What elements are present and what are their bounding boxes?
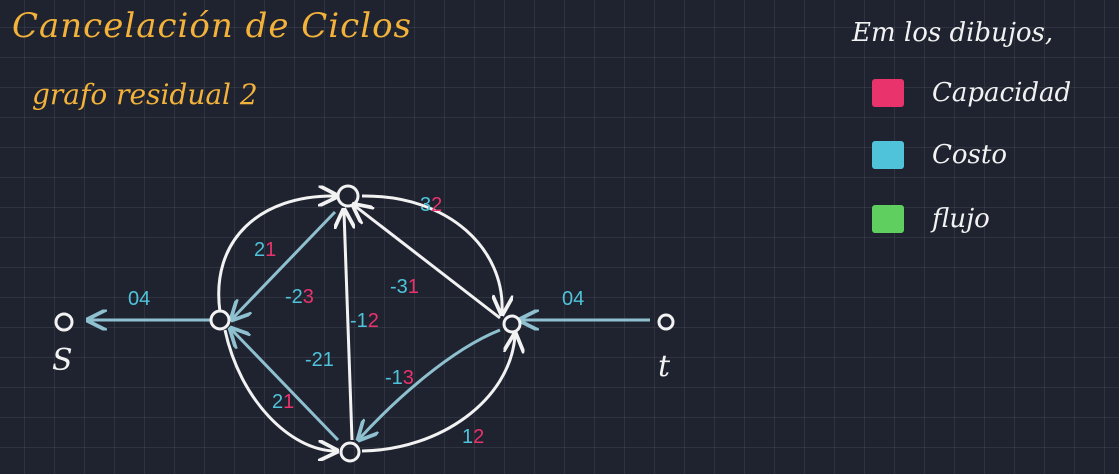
node-t	[657, 313, 675, 331]
edge-bottom-top	[344, 212, 352, 441]
edge-right-top	[355, 206, 501, 320]
cost-top-a: -2	[285, 286, 303, 308]
legend-item-capacidad: Capacidad	[872, 78, 1071, 108]
legend-item-costo: Costo	[872, 140, 1007, 170]
node-t-label: t	[658, 349, 671, 384]
page-subtitle: grafo residual 2	[32, 78, 258, 111]
edge-label-right-bottom: -13	[385, 367, 414, 389]
edge-label-top-a: -23	[285, 286, 314, 308]
node-top	[336, 184, 360, 208]
edge-label-bottom-right: 12	[462, 426, 484, 448]
capacity-top-right: 2	[431, 194, 442, 216]
capacity-right-bottom: 3	[403, 367, 414, 389]
capacity-a-s: 4	[139, 288, 150, 310]
capacity-t-right: 4	[573, 288, 584, 310]
edge-bottom-a	[232, 330, 340, 442]
capacity-a-bottom: 1	[283, 391, 294, 413]
cost-right-bottom: -1	[385, 367, 403, 389]
edge-bottom-right	[361, 336, 515, 453]
cost-swatch	[872, 141, 904, 169]
cost-top-right: 3	[420, 194, 431, 216]
capacity-bottom-a: 1	[323, 349, 334, 371]
cost-a-bottom: 2	[272, 391, 283, 413]
cost-bottom-a: -2	[305, 349, 323, 371]
edge-top-a	[233, 210, 337, 318]
edge-top-right	[361, 194, 502, 312]
capacity-swatch	[872, 79, 904, 107]
edge-a-bottom	[223, 329, 335, 451]
capacity-bottom-right: 2	[473, 426, 484, 448]
legend-label-costo: Costo	[932, 140, 1007, 170]
edge-label-right-top: -31	[390, 276, 419, 298]
cost-bottom-top: -1	[350, 310, 368, 332]
node-s-label: S	[52, 343, 73, 378]
node-s	[54, 312, 74, 332]
page-title: Cancelación de Ciclos	[12, 6, 412, 46]
edge-label-a-s: 04	[128, 288, 150, 310]
edge-label-t-right: 04	[562, 288, 584, 310]
edge-label-bottom-top: -12	[350, 310, 379, 332]
cost-a-s: 0	[128, 288, 139, 310]
cost-t-right: 0	[562, 288, 573, 310]
legend-label-capacidad: Capacidad	[932, 78, 1072, 108]
edge-label-a-top: 21	[254, 239, 276, 261]
node-bottom	[339, 441, 361, 463]
cost-bottom-right: 1	[462, 426, 473, 448]
cost-right-top: -3	[390, 276, 408, 298]
legend-label-flujo: flujo	[932, 204, 990, 234]
cost-a-top: 2	[254, 239, 265, 261]
legend-item-flujo: flujo	[872, 204, 990, 234]
edge-label-top-right: 32	[420, 194, 442, 216]
capacity-a-top: 1	[265, 239, 276, 261]
edge-a-top	[217, 196, 335, 313]
capacity-bottom-top: 2	[368, 310, 379, 332]
node-right	[502, 314, 522, 334]
capacity-right-top: 1	[408, 276, 419, 298]
flow-swatch	[872, 205, 904, 233]
edge-label-bottom-a: -21	[305, 349, 334, 371]
capacity-top-a: 3	[303, 286, 314, 308]
node-a	[209, 309, 231, 331]
edge-right-bottom	[360, 328, 501, 438]
edge-label-a-bottom: 21	[272, 391, 294, 413]
legend-intro: Em los dibujos,	[852, 18, 1054, 48]
